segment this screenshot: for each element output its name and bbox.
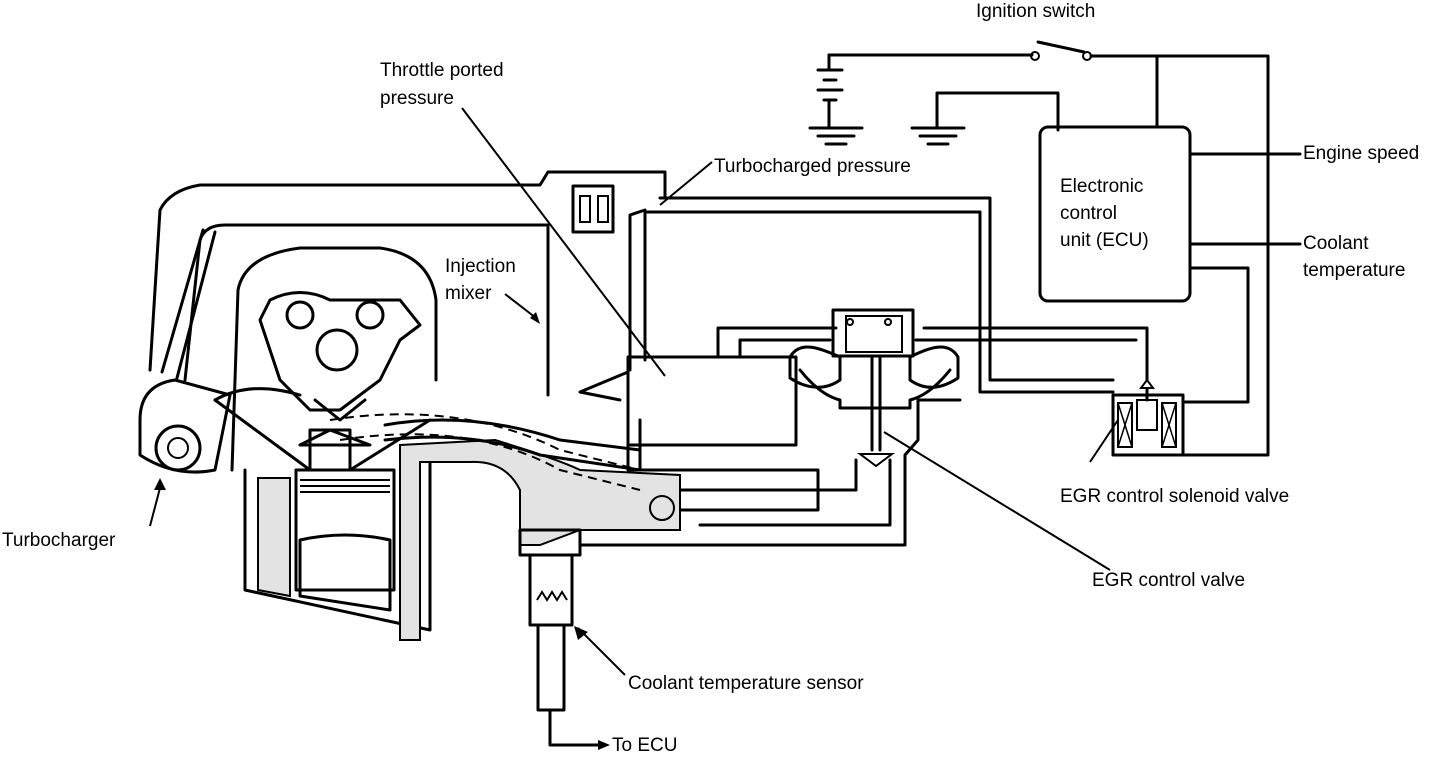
ecu-label-line3: unit (ECU) <box>1060 230 1149 251</box>
coolant-temp-sensor-symbol <box>518 528 610 750</box>
throttle-ported-pressure-label-line2: pressure <box>380 88 454 109</box>
ecu-label-line1: Electronic <box>1060 176 1144 197</box>
egr-solenoid-valve-symbol <box>1111 338 1185 457</box>
turbocharger-symbol <box>138 378 302 474</box>
cylinder-block <box>243 448 432 632</box>
ignition-switch-label: Ignition switch <box>976 1 1096 22</box>
egr-solenoid-valve-label: EGR control solenoid valve <box>1060 486 1290 507</box>
to-ecu-label: To ECU <box>612 735 678 756</box>
intake-pipework <box>148 170 962 547</box>
turbocharged-pressure-label: Turbocharged pressure <box>714 156 911 177</box>
coolant-temperature-label-line1: Coolant <box>1303 233 1369 254</box>
throttle-ported-pressure-label-line1: Throttle ported <box>380 60 504 81</box>
egr-control-valve-symbol <box>788 308 960 468</box>
ground-symbol-battery <box>808 126 864 146</box>
battery-symbol <box>816 53 1034 128</box>
injection-mixer-label-line2: mixer <box>445 283 492 304</box>
coolant-passage <box>329 413 681 641</box>
coolant-temperature-label-line2: temperature <box>1303 260 1406 281</box>
injection-mixer-label-line1: Injection <box>445 256 516 277</box>
ecu-box <box>1038 54 1302 404</box>
ignition-switch-symbol <box>1030 40 1270 457</box>
engine-speed-label: Engine speed <box>1303 143 1420 164</box>
ground-symbol-ecu <box>910 91 1060 146</box>
leader-lines <box>149 107 1119 676</box>
vacuum-lines <box>645 196 1149 394</box>
turbocharger-label: Turbocharger <box>2 530 116 551</box>
egr-control-valve-label: EGR control valve <box>1092 570 1246 591</box>
ecu-label-line2: control <box>1060 203 1118 224</box>
engine-cylinder-head <box>213 246 438 472</box>
coolant-temperature-sensor-label: Coolant temperature sensor <box>628 673 864 694</box>
